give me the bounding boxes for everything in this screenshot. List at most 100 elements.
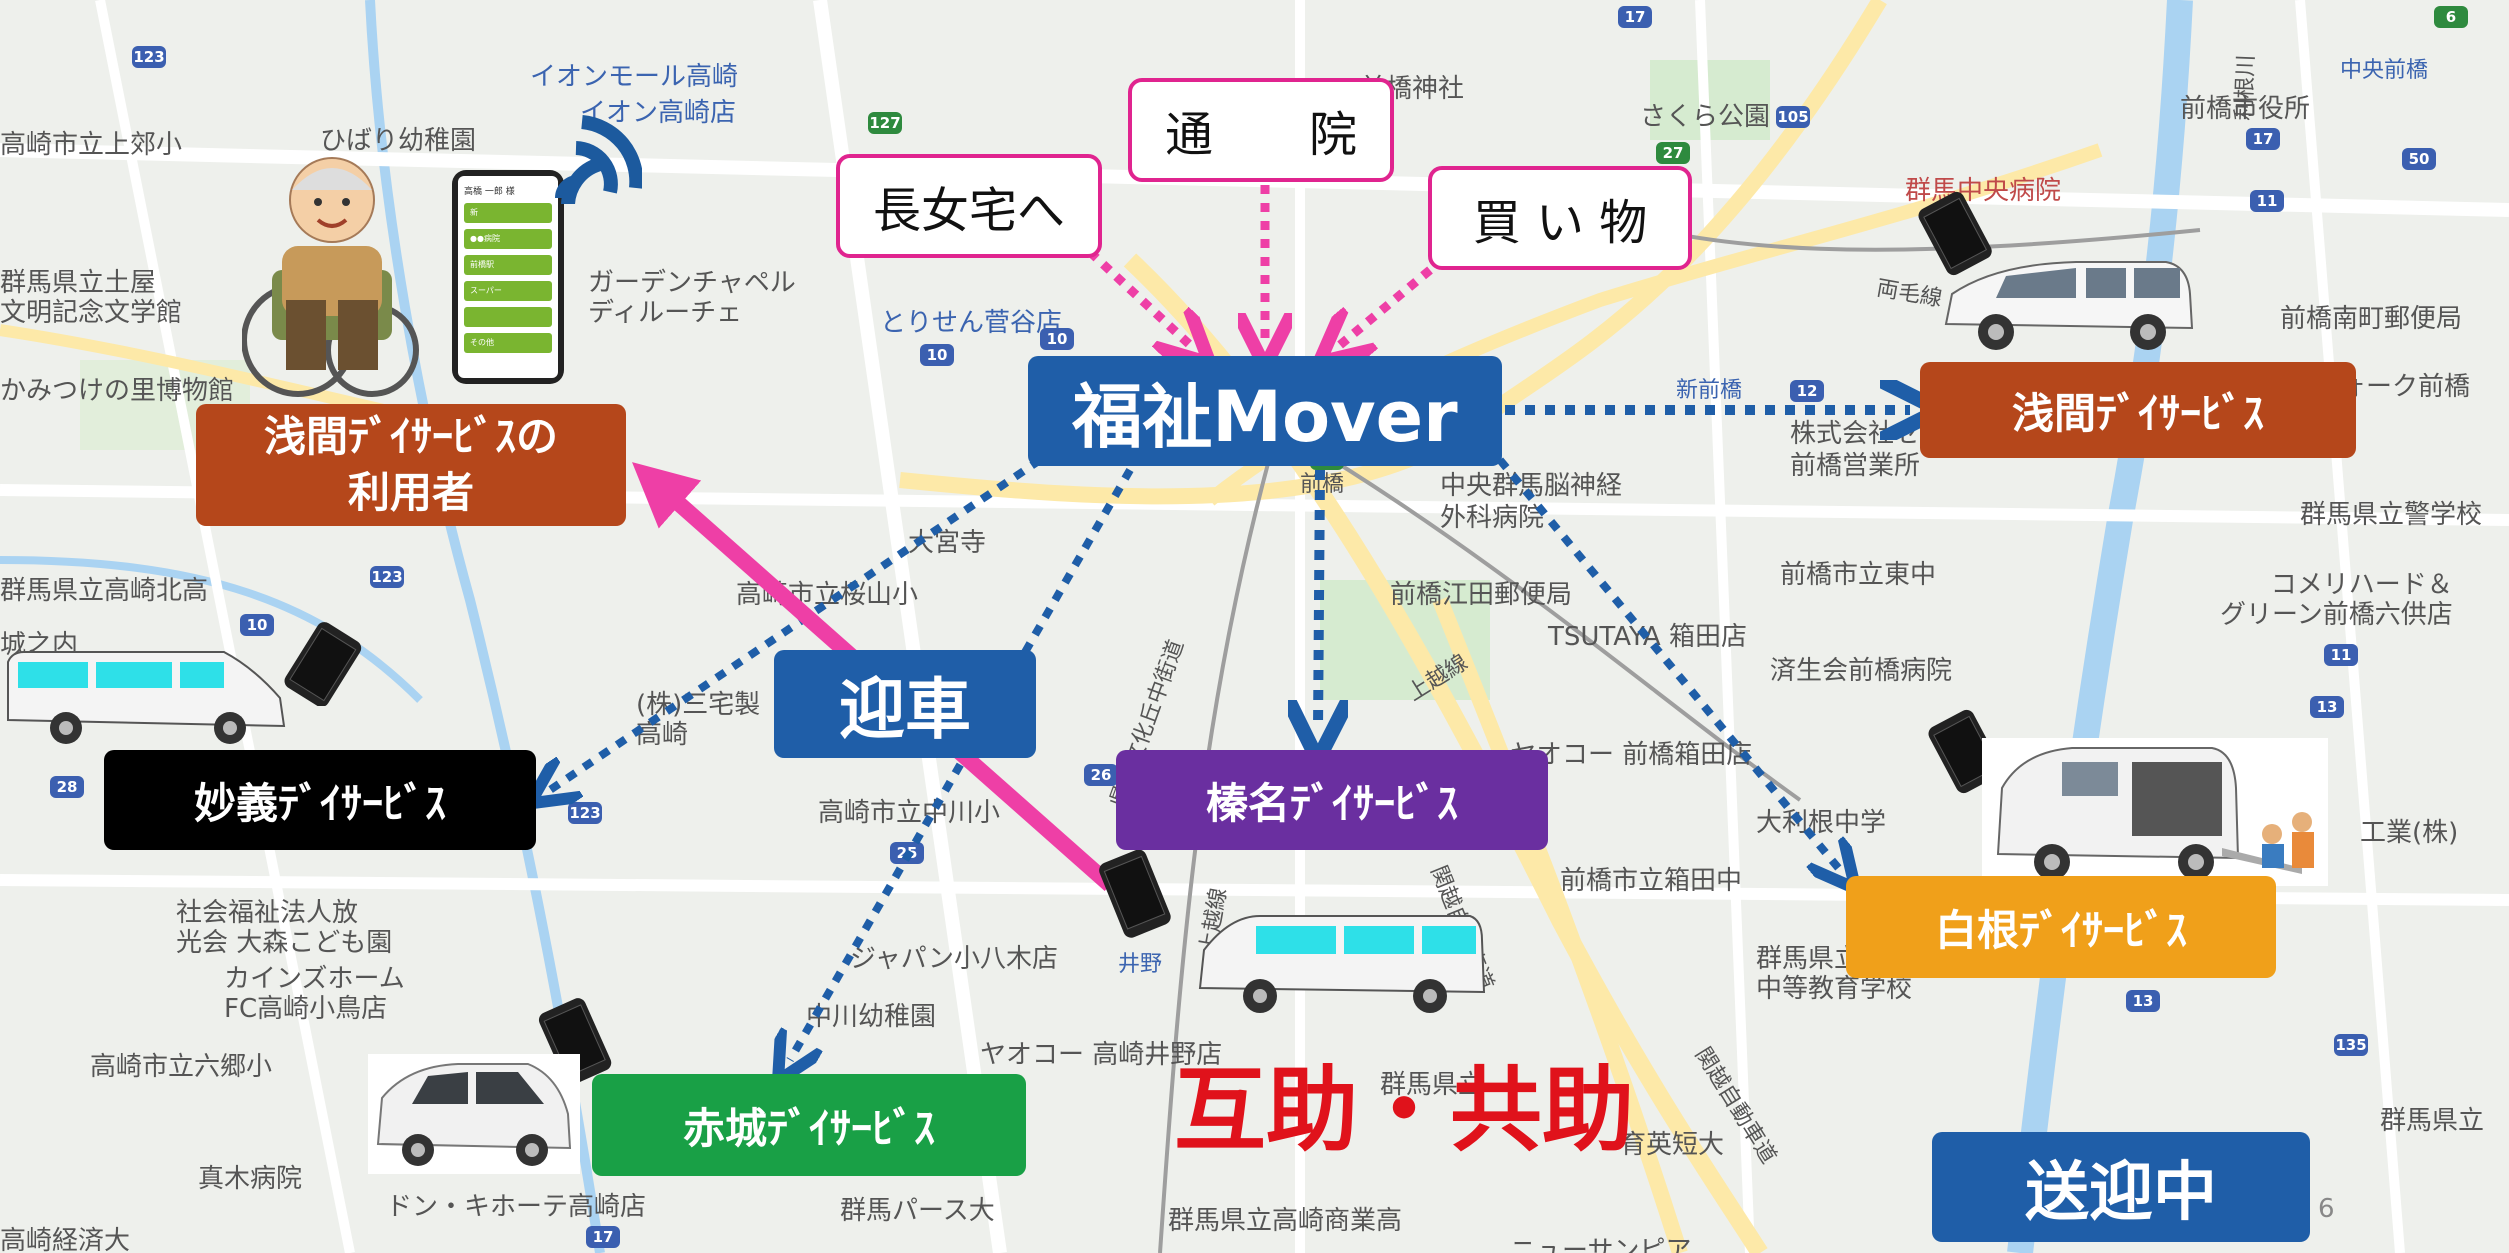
elderly-wheelchair-user-icon — [242, 157, 419, 397]
route-badge: 28 — [50, 776, 84, 798]
place-label: 育英短大 — [1620, 1130, 1725, 1160]
arrow-to-akagi — [790, 468, 1134, 1060]
place-label: 真木病院 — [198, 1164, 303, 1194]
route-badge: 17 — [1618, 6, 1652, 28]
smartphone-icon — [1099, 849, 1171, 938]
place-label: ニューサンピア — [1510, 1236, 1692, 1253]
van-icon — [7, 651, 286, 744]
place-label: 社会福祉法人放 光会 大森こども園 — [176, 898, 393, 958]
route-badge: 13 — [2310, 696, 2344, 718]
place-label: かみつけの里博物館 — [0, 376, 235, 406]
shirane-day-service-box[interactable]: 白根ﾃﾞｲｻｰﾋﾞｽ — [1846, 876, 2276, 978]
place-label: 前橋江田郵便局 — [1390, 580, 1573, 610]
callout-daughter-home: 長女宅へ — [836, 154, 1102, 258]
akagi-day-service-box[interactable]: 赤城ﾃﾞｲｻｰﾋﾞｽ — [592, 1074, 1026, 1176]
app-menu-item[interactable] — [464, 307, 552, 327]
river — [0, 556, 423, 703]
page-number: 6 — [2318, 1194, 2335, 1224]
place-label: 高崎市立中川小 — [818, 798, 1001, 828]
place-label: 前橋市役所 — [2180, 94, 2311, 124]
place-label: 井野 — [1118, 952, 1163, 977]
road — [1695, 0, 1755, 1253]
route-badge: 135 — [2334, 1034, 2368, 1056]
place-label: とりせん菅谷店 — [880, 308, 1063, 338]
place-label: イオンモール高崎 — [530, 62, 739, 92]
place-label: コメリハード＆ グリーン前橋六供店 — [2220, 570, 2453, 630]
place-label: さくら公園 — [1640, 102, 1771, 132]
minivan-icon — [1944, 261, 2194, 350]
mutual-aid-title: 互助・共助 — [1174, 1057, 1635, 1164]
smartphone-icon — [284, 622, 362, 706]
railway — [1298, 438, 1802, 802]
route-badge: 17 — [586, 1226, 620, 1248]
asama-day-service-box[interactable]: 浅間ﾃﾞｲｻｰﾋﾞｽ — [1920, 362, 2356, 458]
route-badge: 10 — [1040, 328, 1074, 350]
place-label: 工業(株) — [2360, 818, 2459, 848]
route-badge: 27 — [1656, 142, 1690, 164]
route-badge: 123 — [370, 566, 404, 588]
app-screen: 高橋 一郎 様 新 ●●病院前橋駅スーパーその他 — [458, 176, 558, 378]
wheelchair-van-icon — [1982, 738, 2328, 886]
smartphone-icon — [1918, 191, 1992, 276]
road — [2295, 0, 2405, 1253]
app-menu-item[interactable]: その他 — [464, 333, 552, 353]
place-label: 前橋市立東中 — [1780, 560, 1937, 590]
route-badge: 123 — [132, 46, 166, 68]
route-badge: 6 — [2434, 6, 2468, 28]
route-badge: 10 — [240, 614, 274, 636]
place-label: 群馬パース大 — [840, 1196, 995, 1226]
route-badge: 26 — [1084, 764, 1118, 786]
app-menu-item[interactable]: スーパー — [464, 281, 552, 301]
app-menu-item[interactable]: 新 — [464, 203, 552, 223]
asama-service-user-box[interactable]: 浅間ﾃﾞｲｻｰﾋﾞｽの 利用者 — [196, 404, 626, 526]
app-menu-item[interactable]: 前橋駅 — [464, 255, 552, 275]
place-label: 前橋市立箱田中 — [1560, 866, 1743, 896]
place-label: カインズホーム FC高崎小鳥店 — [224, 964, 405, 1024]
app-menu: 新 ●●病院前橋駅スーパーその他 — [464, 203, 552, 353]
place-label: ひばり幼稚園 — [320, 126, 477, 156]
place-label: ジャパン小八木店 — [850, 944, 1059, 974]
place-label: 中央前橋 — [2340, 58, 2429, 83]
place-label: TSUTAYA 箱田店 — [1548, 622, 1747, 652]
route-badge: 127 — [868, 112, 902, 134]
place-label: 済生会前橋病院 — [1770, 656, 1953, 686]
expressway — [1432, 597, 1688, 1253]
place-label: 群馬県立 — [2380, 1106, 2485, 1136]
route-badge: 12 — [1790, 380, 1824, 402]
route-badge: 13 — [2126, 990, 2160, 1012]
place-label: 大利根中学 — [1756, 808, 1887, 838]
haruna-day-service-box[interactable]: 榛名ﾃﾞｲｻｰﾋﾞｽ — [1116, 750, 1548, 850]
place-label: 群馬県立土屋 文明記念文学館 — [0, 268, 183, 328]
place-label: ヤオコー 前橋箱田店 — [1510, 740, 1753, 770]
place-label: 中川幼稚園 — [806, 1002, 937, 1032]
route-badge: 50 — [2402, 148, 2436, 170]
fukushi-mover-hub[interactable]: 福祉Mover — [1028, 356, 1502, 466]
road — [95, 0, 355, 1253]
myogi-day-service-box[interactable]: 妙義ﾃﾞｲｻｰﾋﾞｽ — [104, 750, 536, 850]
route-badge: 105 — [1776, 106, 1810, 128]
place-label: ドン・キホーテ高崎店 — [386, 1192, 647, 1222]
app-user-name: 高橋 一郎 様 — [464, 187, 515, 197]
place-label: 群馬県立警学校 — [2300, 500, 2483, 530]
route-badge: 11 — [2324, 644, 2358, 666]
callout-hospital: 通 院 — [1128, 78, 1394, 182]
app-phone: 高橋 一郎 様 新 ●●病院前橋駅スーパーその他 — [452, 170, 564, 384]
place-label: ヤオコー 高崎井野店 — [980, 1040, 1223, 1070]
place-label: 群馬県立高崎商業高 — [1168, 1206, 1403, 1236]
place-label: 高崎市立上郊小 — [0, 130, 183, 160]
callout-shopping: 買 い 物 — [1428, 166, 1692, 270]
arrow-shopping — [1340, 266, 1433, 345]
place-label: 群馬中央病院 — [1905, 176, 2062, 206]
route-badge: 11 — [2250, 190, 2284, 212]
pickup-label: 迎車 — [774, 650, 1036, 758]
place-label: (株)三宅製 高崎 — [636, 690, 761, 750]
place-label: 高崎市立六郷小 — [90, 1052, 273, 1082]
app-menu-item[interactable]: ●●病院 — [464, 229, 552, 249]
in-transit-label: 送迎中 — [1932, 1132, 2310, 1242]
arrow-to-haruna — [1318, 469, 1320, 730]
place-label: 高崎経済大 — [0, 1226, 131, 1253]
place-label: ォーク前橋 — [2340, 372, 2471, 402]
place-label: 前橋南町郵便局 — [2280, 304, 2463, 334]
place-label: 群馬県立 — [1380, 1070, 1485, 1100]
